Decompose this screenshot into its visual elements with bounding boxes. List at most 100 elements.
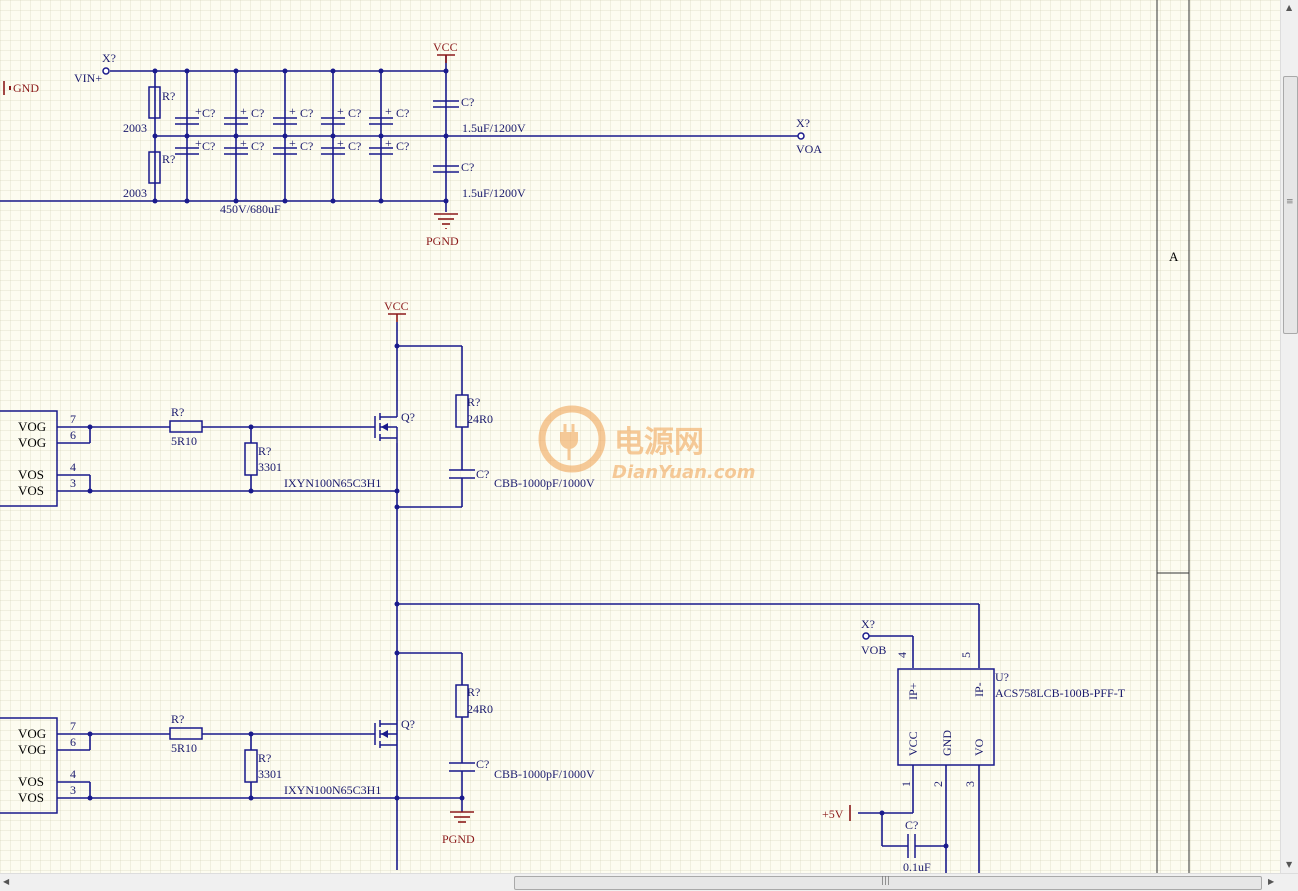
u1-designator: U?	[995, 670, 1009, 684]
rgs1-designator: R?	[258, 444, 271, 458]
scroll-left-icon[interactable]: ◀	[3, 877, 10, 886]
cap-4a-designator: C?	[348, 106, 361, 120]
cdec-value: 0.1uF	[903, 860, 931, 873]
svg-text:+: +	[195, 136, 202, 150]
rgs2-designator: R?	[258, 751, 271, 765]
vertical-scrollbar[interactable]: ▲ ≡ ▼	[1280, 0, 1298, 873]
pgnd-port-top[interactable]	[434, 213, 458, 229]
gate-resistor-1[interactable]	[169, 420, 203, 433]
gate-connector-2[interactable]	[0, 717, 90, 814]
conn1-vog-a: VOG	[18, 419, 46, 434]
rsn2-designator: R?	[467, 685, 480, 699]
u1-ipm: IP-	[972, 682, 986, 697]
mosfet-1[interactable]	[352, 410, 398, 443]
cap-5a-designator: C?	[396, 106, 409, 120]
pgnd-top-label: PGND	[426, 234, 459, 248]
gnd-label: GND	[13, 81, 39, 95]
conn2-pin6: 6	[70, 735, 76, 749]
svg-text:+: +	[240, 104, 247, 118]
gate-resistor-2[interactable]	[169, 727, 203, 740]
vin-connector-icon[interactable]	[102, 67, 110, 75]
cap-bank-value: 450V/680uF	[220, 202, 281, 216]
snubber-resistor-1[interactable]	[455, 394, 469, 428]
vob-label: VOB	[861, 643, 886, 657]
p5v-label: +5V	[822, 807, 844, 821]
sheet-border	[1156, 0, 1190, 873]
grip-icon: |||	[881, 876, 891, 886]
rg1-value: 5R10	[171, 434, 197, 448]
junctions-top	[152, 68, 449, 204]
snubber-cap-1[interactable]	[449, 469, 475, 479]
conn2-vos-a: VOS	[18, 774, 44, 789]
svg-text:+: +	[195, 104, 202, 118]
film-cap-top-designator: C?	[461, 95, 474, 109]
vcc-port-mid[interactable]	[388, 313, 406, 322]
vin-designator: X?	[102, 51, 116, 65]
rsn2-value: 24R0	[467, 702, 493, 716]
conn1-pin3: 3	[70, 476, 76, 490]
horizontal-scrollbar[interactable]: ◀ ||| ▶	[0, 873, 1298, 891]
bleeder-r1-value: 2003	[123, 121, 147, 135]
conn1-vog-b: VOG	[18, 435, 46, 450]
snubber-cap-2[interactable]	[449, 762, 475, 772]
current-sensor-ic[interactable]	[897, 668, 995, 766]
cap-5b-designator: C?	[396, 139, 409, 153]
schematic-sheet[interactable]: A GND X? VIN+ R? 2003 R? 2003 ++ ++	[0, 0, 1280, 873]
bleeder-resistor-top[interactable]	[148, 86, 161, 119]
bleeder-resistor-bottom[interactable]	[148, 151, 161, 184]
mosfet-2[interactable]	[352, 720, 397, 748]
u1-pin5: 5	[959, 652, 973, 658]
scroll-down-icon[interactable]: ▼	[1286, 860, 1293, 869]
u1-vo-pin: VO	[972, 738, 986, 756]
svg-text:+: +	[337, 104, 344, 118]
scroll-right-icon[interactable]: ▶	[1268, 877, 1275, 886]
u1-pin4: 4	[895, 652, 909, 658]
vertical-scroll-thumb[interactable]: ≡	[1283, 76, 1298, 334]
vcc-top-label: VCC	[433, 40, 458, 54]
cap-3b-designator: C?	[300, 139, 313, 153]
junctions-mid	[87, 343, 400, 656]
cap-3a-designator: C?	[300, 106, 313, 120]
bleeder-r2-value: 2003	[123, 186, 147, 200]
u1-ipp: IP+	[906, 682, 920, 700]
rg2-designator: R?	[171, 712, 184, 726]
scroll-up-icon[interactable]: ▲	[1286, 3, 1293, 12]
junctions-low	[87, 731, 465, 801]
conn1-vos-a: VOS	[18, 467, 44, 482]
conn1-pin6: 6	[70, 428, 76, 442]
horizontal-scroll-thumb[interactable]: |||	[514, 876, 1262, 890]
rsn1-value: 24R0	[467, 412, 493, 426]
low-side-wires	[89, 652, 463, 812]
vcc-port-top[interactable]	[437, 54, 455, 63]
film-cap-bottom-designator: C?	[461, 160, 474, 174]
pgnd-port-bottom[interactable]	[450, 811, 474, 823]
gate-connector-1[interactable]	[0, 410, 90, 507]
svg-text:+: +	[289, 136, 296, 150]
conn2-vog-a: VOG	[18, 726, 46, 741]
csn1-value: CBB-1000pF/1000V	[494, 476, 595, 490]
conn2-pin7: 7	[70, 719, 76, 733]
vob-designator: X?	[861, 617, 875, 631]
voa-connector-icon[interactable]	[797, 132, 805, 140]
film-cap-bottom-value: 1.5uF/1200V	[462, 186, 526, 200]
film-cap-top[interactable]	[433, 100, 459, 108]
schematic-canvas[interactable]: A GND X? VIN+ R? 2003 R? 2003 ++ ++	[0, 0, 1280, 873]
snubber-resistor-2[interactable]	[455, 684, 469, 718]
cap-2a-designator: C?	[251, 106, 264, 120]
gs-resistor-2[interactable]	[244, 749, 258, 783]
rgs2-value: 3301	[258, 767, 282, 781]
q1-designator: Q?	[401, 410, 415, 424]
conn1-vos-b: VOS	[18, 483, 44, 498]
vob-connector-icon[interactable]	[862, 632, 870, 640]
cdec-designator: C?	[905, 818, 918, 832]
gnd-port[interactable]	[3, 81, 11, 95]
conn2-vos-b: VOS	[18, 790, 44, 805]
decoupling-cap[interactable]	[907, 834, 916, 858]
high-side-wires	[89, 322, 980, 870]
gs-resistor-1[interactable]	[244, 442, 258, 476]
conn1-pin4: 4	[70, 460, 76, 474]
film-cap-bottom[interactable]	[433, 165, 459, 173]
rg2-value: 5R10	[171, 741, 197, 755]
conn2-pin4: 4	[70, 767, 76, 781]
svg-text:+: +	[385, 136, 392, 150]
